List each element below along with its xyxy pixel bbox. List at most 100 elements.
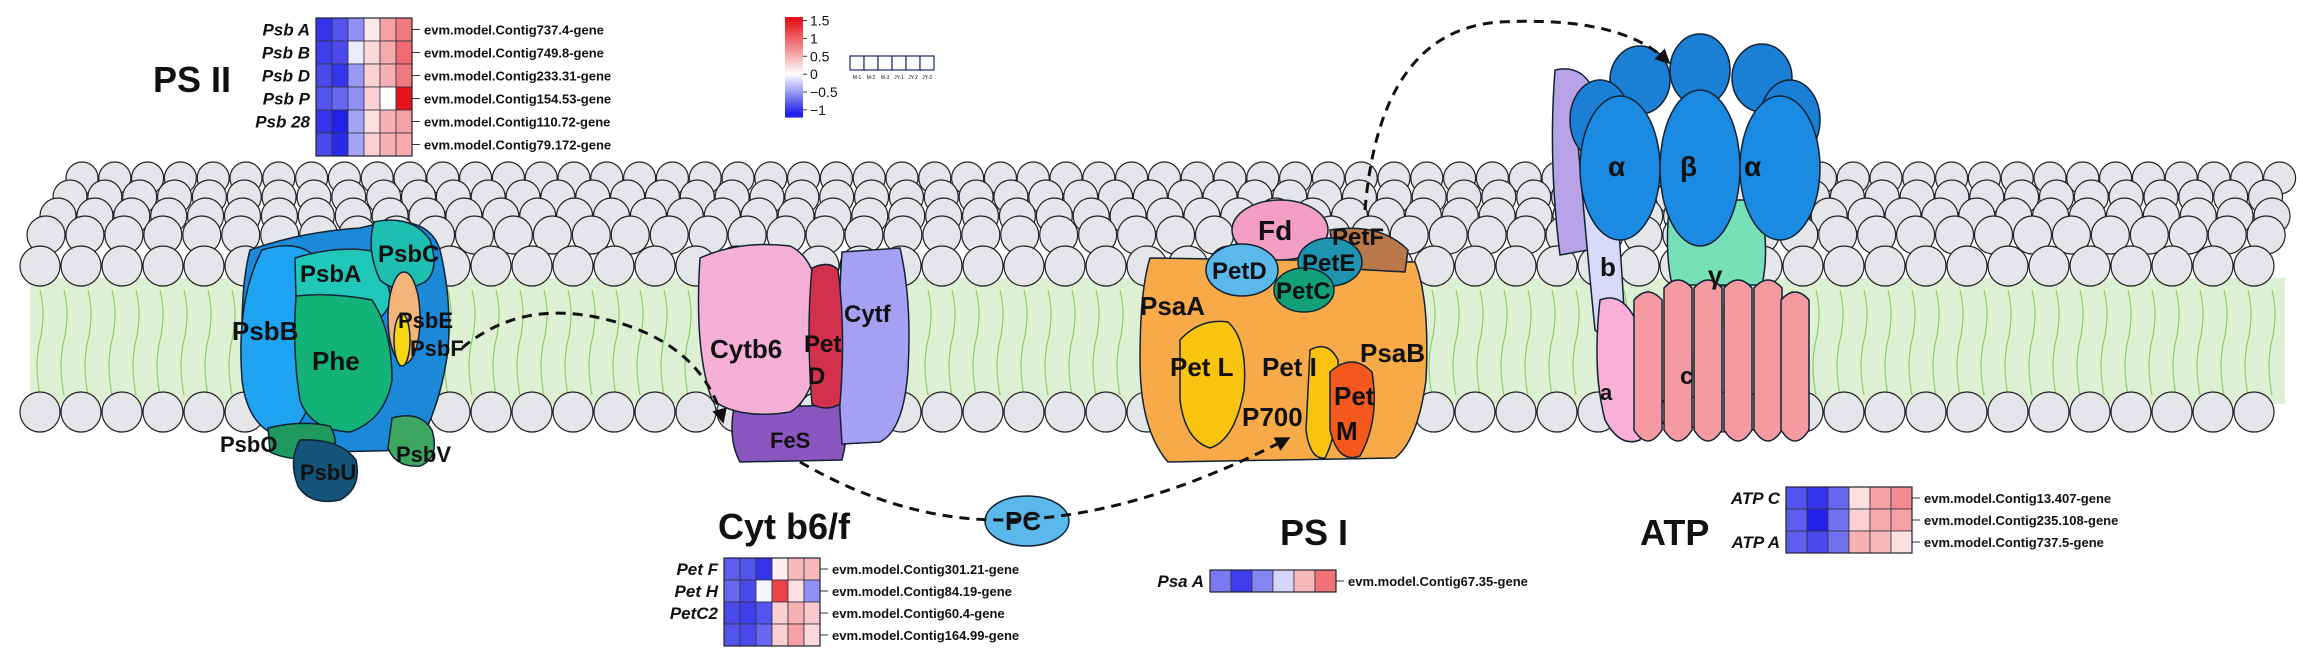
lipid-tail — [1860, 289, 1868, 396]
heatmap-cell — [363, 40, 381, 65]
heatmap-cell — [739, 623, 757, 647]
lipid-head — [19, 245, 61, 287]
atp-c-subunit — [1633, 291, 1663, 442]
lipid-head — [1003, 391, 1045, 433]
colorbar-step — [785, 47, 803, 51]
lipid-head — [470, 245, 512, 287]
lipid-head — [101, 391, 143, 433]
heatmap-cell — [331, 63, 349, 88]
heatmap-gene-id: evm.model.Contig13.407-gene — [1924, 491, 2111, 506]
lipid-tail — [996, 289, 1004, 396]
lipid-tail — [972, 289, 980, 396]
lipid-tail — [2268, 289, 2276, 396]
lipid-head — [2233, 391, 2275, 433]
heatmap-frame — [1785, 486, 1913, 554]
heatmap-cell — [1848, 486, 1871, 510]
heatmap-cell — [771, 579, 789, 603]
fd-shape — [1231, 199, 1329, 261]
label-petC: PetC — [1276, 278, 1331, 305]
heatmap-cell — [1785, 508, 1808, 532]
heatmap-cell — [395, 132, 413, 157]
atp-c-subunit — [1723, 279, 1753, 442]
heatmap-cell — [1806, 530, 1829, 554]
colorbar-step — [785, 52, 803, 56]
petC-shape — [1273, 267, 1335, 313]
lipid-head — [2051, 215, 2091, 255]
label-psbV: PsbV — [396, 442, 451, 467]
lipid-head — [571, 215, 611, 255]
heatmap-cell — [315, 40, 333, 65]
lipid-head — [921, 391, 963, 433]
lipid-tail — [564, 289, 572, 396]
lipid-head — [1823, 245, 1865, 287]
lipid-head — [1905, 245, 1947, 287]
lipid-head — [1454, 391, 1496, 433]
heatmap-cell — [1827, 486, 1850, 510]
lipid-head — [921, 245, 963, 287]
lipid-head — [2233, 245, 2275, 287]
colorbar-step — [785, 92, 803, 96]
lipid-head — [1823, 391, 1865, 433]
lipid-tail — [132, 289, 140, 396]
atp-c-ring — [1633, 279, 1810, 442]
heatmap-cell — [1827, 508, 1850, 532]
label-psbC: PsbC — [378, 241, 439, 268]
colorbar-tick-label: −1 — [810, 102, 826, 118]
lipid-tail — [2052, 289, 2060, 396]
heatmap-frame — [315, 17, 413, 157]
lipid-tail — [2028, 289, 2036, 396]
heatmap-gene-id: evm.model.Contig737.5-gene — [1924, 535, 2104, 550]
lipid-tail — [540, 289, 548, 396]
colorbar-step — [785, 107, 803, 111]
heatmap-cell — [1251, 569, 1274, 593]
lipid-tail — [1572, 289, 1580, 396]
lipid-head — [470, 391, 512, 433]
heatmap-gene-name: ATP C — [1730, 489, 1781, 508]
label-psbE: PsbE — [398, 308, 453, 333]
colorbar-step — [785, 72, 803, 76]
lipid-head — [60, 391, 102, 433]
lipid-tail — [2244, 289, 2252, 396]
lipid-tail — [1428, 289, 1436, 396]
lipid-head — [511, 245, 553, 287]
lipid-tail — [228, 289, 236, 396]
heatmap-cell — [1314, 569, 1337, 593]
heatmap-cell — [379, 40, 397, 65]
colorbar-step — [785, 114, 803, 118]
heatmap-cell — [395, 109, 413, 134]
label-pet-m-bottom: M — [1336, 416, 1358, 446]
lipid-head — [1536, 391, 1578, 433]
heatmap-cell — [331, 17, 349, 42]
petD-shape — [808, 263, 844, 409]
heatmap-gene-name: Pet F — [676, 560, 718, 579]
heatmap-cell — [363, 132, 381, 157]
lipid-head — [1905, 391, 1947, 433]
label-psbB: PsbB — [232, 316, 298, 346]
lipid-tail — [684, 289, 692, 396]
heatmap-gene-name: Psb A — [262, 21, 310, 40]
colorbar-tick-label: 1.5 — [810, 13, 830, 29]
lipid-head — [593, 245, 635, 287]
lipid-tail — [468, 289, 476, 396]
heatmap-cell — [755, 557, 773, 581]
lipid-head — [2151, 391, 2193, 433]
lipid-head — [1003, 245, 1045, 287]
lipid-head — [1495, 245, 1537, 287]
atp-f1-subunit — [1659, 89, 1741, 247]
lipid-tail — [156, 289, 164, 396]
heatmap-cell — [347, 17, 365, 42]
label-alpha-right: α — [1744, 151, 1761, 182]
psi-complex: Fd PetF PetD PetE PetC PsaA PsaB Pet L P… — [1139, 199, 1428, 463]
heatmap-frame — [1209, 569, 1337, 593]
colorbar-step — [785, 94, 803, 98]
heatmap-cell — [315, 109, 333, 134]
heatmap-cell — [347, 109, 365, 134]
heatmap-gene-id: evm.model.Contig301.21-gene — [832, 562, 1019, 577]
colorbar-step — [785, 34, 803, 38]
lipid-head — [1085, 245, 1127, 287]
lipid-head — [511, 391, 553, 433]
heatmap-cell — [787, 601, 805, 625]
heatmap-cell — [1806, 508, 1829, 532]
lipid-head — [2192, 391, 2234, 433]
colorbar-step — [785, 57, 803, 61]
